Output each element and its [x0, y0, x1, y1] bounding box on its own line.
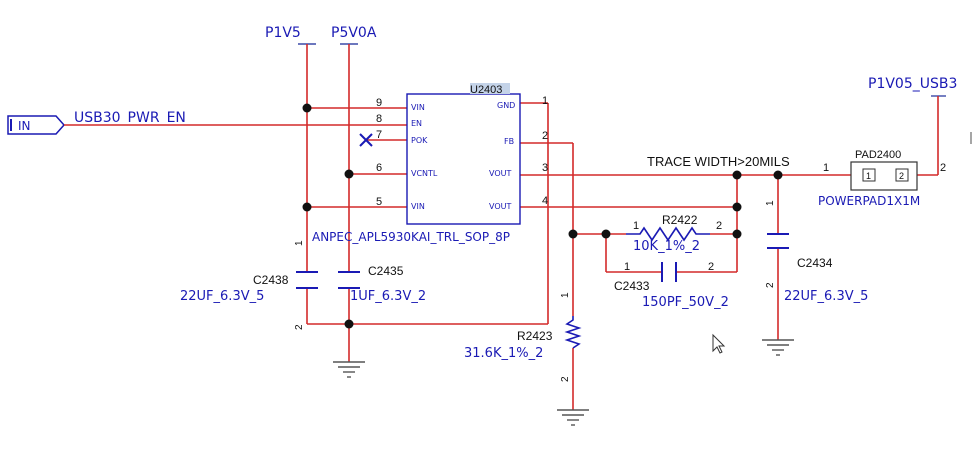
ic-pin-name-vcntl: VCNTL — [411, 169, 438, 178]
input-port-arrow — [7, 115, 66, 135]
ic-pin-name-vout-4: VOUT — [489, 202, 511, 211]
input-port[interactable]: IN — [7, 115, 66, 135]
trace-width-note: TRACE WIDTH>20MILS — [647, 154, 790, 169]
ic-pin-num-2: 2 — [542, 130, 548, 142]
c2433-value: 150PF_50V_2 — [642, 295, 729, 310]
ic-pin-num-5: 5 — [376, 196, 382, 208]
pad-pin2-box-label: 2 — [899, 171, 904, 181]
wire-network — [64, 44, 939, 410]
ic-pin-name-en: EN — [411, 119, 422, 128]
r2423-ref: R2423 — [517, 329, 553, 343]
ground-symbol-2 — [557, 409, 589, 426]
r2422-ref: R2422 — [662, 213, 698, 227]
c2434-value: 22UF_6.3V_5 — [784, 289, 868, 304]
ground-symbol-3 — [762, 339, 794, 356]
capacitor-c2438[interactable] — [296, 271, 318, 289]
ic-pin-num-9: 9 — [376, 97, 382, 109]
pad-pin1-box — [862, 168, 876, 182]
ic-pin-name-vin-9: VIN — [411, 103, 425, 112]
pad-pin1-box-label: 1 — [866, 171, 871, 181]
usb30-pwr-en-net-label: USB30_PWR_EN — [74, 110, 186, 126]
c2438-pin2: 2 — [294, 324, 305, 330]
pad-pin2-box — [895, 168, 909, 182]
ground-symbol-1 — [333, 361, 365, 378]
pad-refdes: PAD2400 — [855, 149, 901, 161]
r2423-pin2: 2 — [560, 376, 571, 382]
r2422-pin1: 1 — [633, 220, 639, 232]
c2435-ref: C2435 — [368, 264, 404, 278]
c2435-value: 1UF_6.3V_2 — [350, 289, 426, 304]
r2423-value: 31.6K_1%_2 — [464, 346, 543, 361]
p1v5-rail-label: P1V5 — [265, 25, 301, 41]
junction-dots — [302, 103, 783, 329]
r2422-value: 10K_1%_2 — [633, 239, 700, 254]
ic-refdes-highlight — [470, 83, 510, 94]
c2438-ref: C2438 — [253, 273, 289, 287]
ic-pin-name-pok: POK — [411, 136, 428, 145]
capacitor-c2434[interactable] — [767, 233, 789, 249]
no-connect-icon — [359, 133, 373, 147]
r2423-pin1: 1 — [560, 292, 571, 298]
c2433-pin2: 2 — [708, 261, 714, 273]
input-port-direction: IN — [18, 119, 31, 133]
c2434-ref: C2434 — [797, 256, 833, 270]
pad-pin-left-num: 1 — [823, 162, 829, 174]
resistor-r2423[interactable] — [564, 316, 582, 349]
ic-pin-num-8: 8 — [376, 113, 382, 125]
ic-pin-num-1: 1 — [542, 95, 548, 107]
pad-pin-right-num: 2 — [940, 162, 946, 174]
r2422-pin2: 2 — [716, 220, 722, 232]
ic-refdes: U2403 — [470, 84, 502, 96]
p5v0a-rail-label: P5V0A — [331, 25, 377, 41]
ic-pin-name-vout-3: VOUT — [489, 169, 511, 178]
ic-pin-num-6: 6 — [376, 162, 382, 174]
capacitor-c2433[interactable] — [661, 262, 677, 282]
ic-pin-num-7: 7 — [376, 129, 382, 141]
ic-pin-name-fb: FB — [504, 137, 514, 146]
c2438-pin1: 1 — [294, 240, 305, 246]
ic-u2403[interactable]: U2403 VIN EN POK VCNTL VIN GND FB VOUT V… — [376, 83, 548, 225]
capacitor-c2435[interactable] — [338, 271, 360, 289]
ic-pin-num-4: 4 — [542, 195, 548, 207]
ic-pin-name-gnd: GND — [497, 101, 515, 110]
mouse-cursor-icon — [712, 333, 726, 354]
c2434-pin1: 1 — [765, 200, 776, 206]
c2438-value: 22UF_6.3V_5 — [180, 289, 264, 304]
powerpad-pad2400[interactable]: PAD2400 1 2 1 2 — [823, 149, 946, 191]
ic-part-number: ANPEC_APL5930KAI_TRL_SOP_8P — [312, 230, 510, 244]
ic-pin-num-3: 3 — [542, 162, 548, 174]
resistor-r2422[interactable] — [626, 226, 710, 242]
ic-body — [406, 93, 521, 225]
c2434-pin2: 2 — [765, 282, 776, 288]
ic-pin-name-vin-5: VIN — [411, 202, 425, 211]
c2433-ref: C2433 — [614, 279, 650, 293]
c2433-pin1: 1 — [624, 261, 630, 273]
p1v05-rail-label: P1V05_USB3 — [868, 76, 957, 92]
pad-part-name: POWERPAD1X1M — [818, 194, 920, 208]
